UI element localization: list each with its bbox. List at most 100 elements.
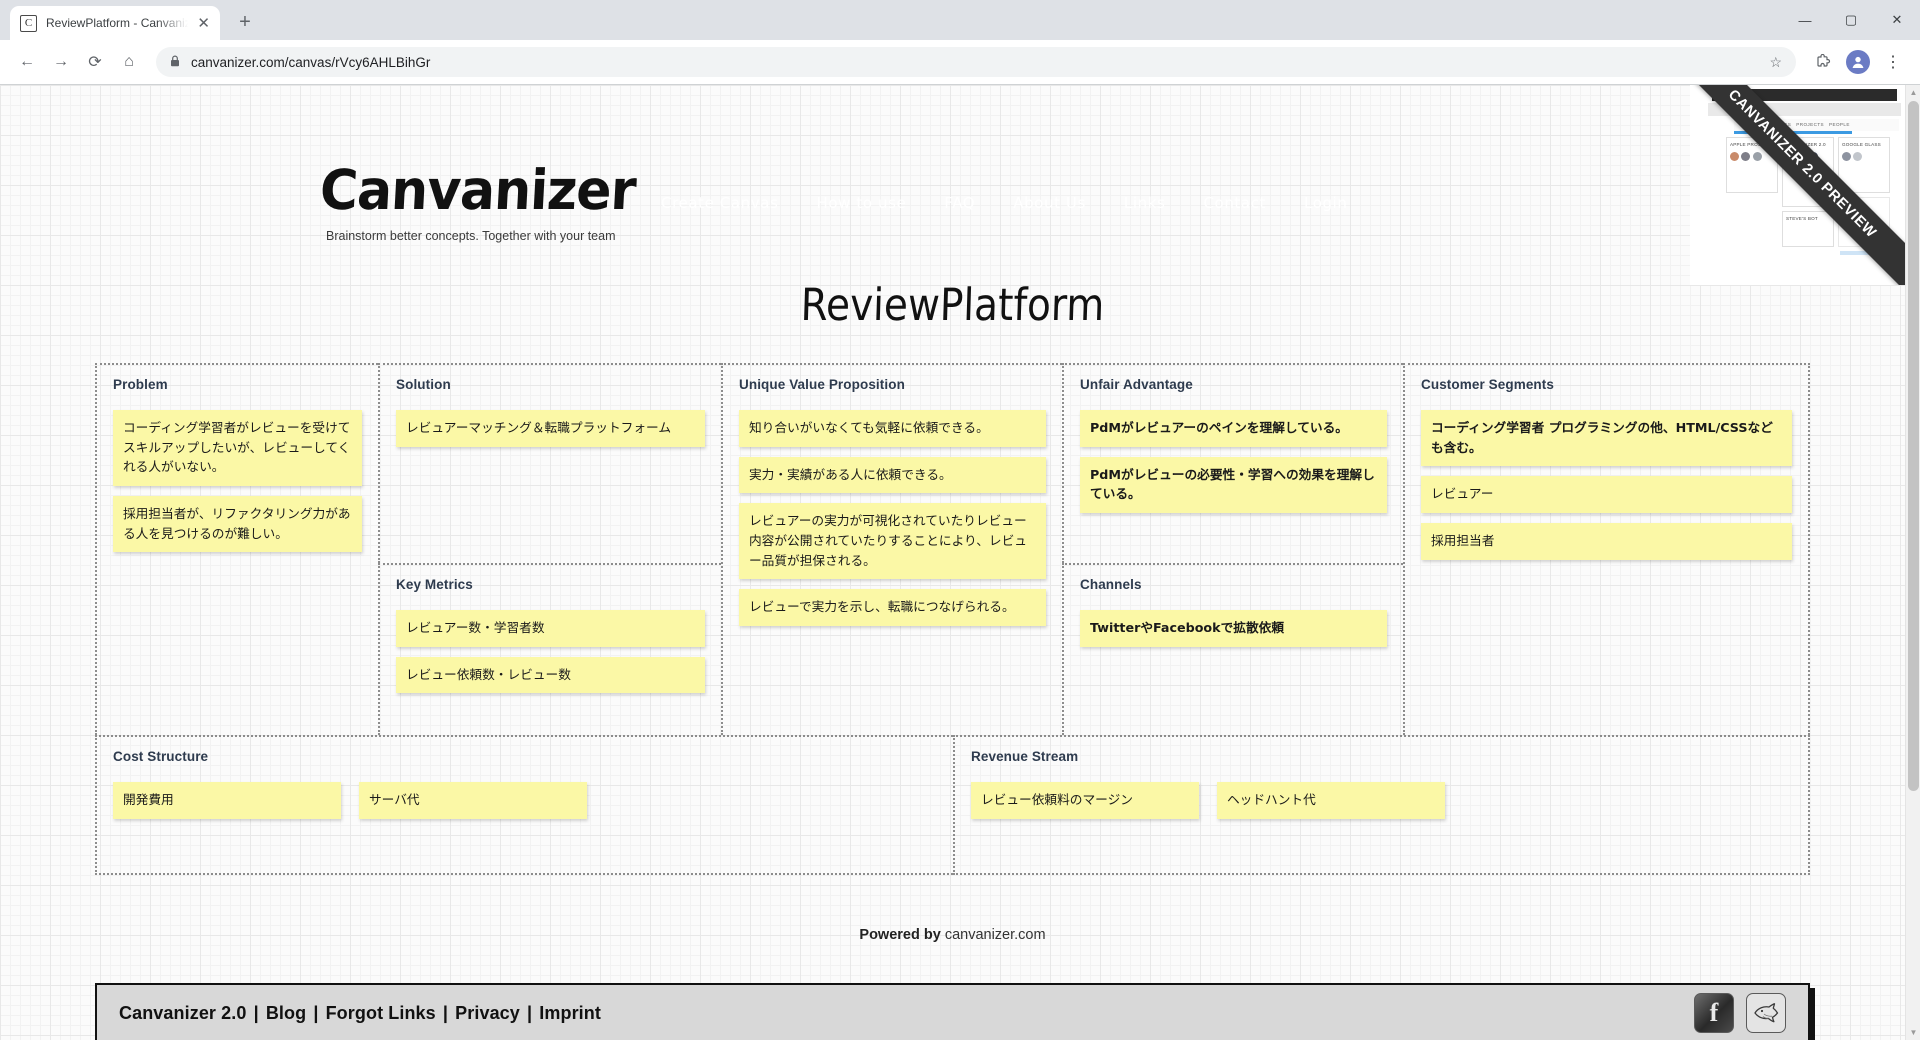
block-unfair-advantage[interactable]: Unfair Advantage PdMがレビュアーのペインを理解している。 P… [1062, 363, 1403, 563]
sticky-note[interactable]: TwitterやFacebookで拡散依頼 [1080, 610, 1387, 647]
close-icon[interactable]: ✕ [197, 14, 210, 32]
nav-create-canvas[interactable]: Create Canvas [645, 189, 794, 220]
powered-by: Powered by canvanizer.com [0, 927, 1905, 943]
sticky-note[interactable]: レビュー依頼料のマージン [971, 782, 1199, 819]
footer-link-forgot-links[interactable]: Forgot Links [325, 1002, 436, 1023]
avatar [1842, 151, 1851, 161]
home-icon[interactable]: ⌂ [124, 53, 134, 70]
note-row: レビュー依頼料のマージン ヘッドハント代 [971, 782, 1792, 819]
sticky-note[interactable]: コーディング学習者 プログラミングの他、HTML/CSSなども含む。 [1421, 410, 1792, 467]
sticky-note[interactable]: PdMがレビュアーのペインを理解している。 [1080, 410, 1387, 447]
avatar[interactable] [1846, 50, 1870, 74]
sticky-note[interactable]: レビュアー数・学習者数 [396, 610, 705, 647]
page-canvas: Canvanizer Brainstorm better concepts. T… [0, 85, 1920, 1040]
sticky-note[interactable]: コーディング学習者がレビューを受けてスキルアップしたいが、レビューしてくれる人が… [113, 410, 362, 487]
footer-link-privacy[interactable]: Privacy [455, 1002, 520, 1023]
block-unfair-channels: Unfair Advantage PdMがレビュアーのペインを理解している。 P… [1062, 363, 1403, 735]
nav-faq[interactable]: FAQ [928, 189, 991, 220]
sticky-note[interactable]: 採用担当者が、リファクタリング力がある人を見つけるのが難しい。 [113, 496, 362, 553]
tab-favicon-icon: C [20, 14, 37, 32]
sticky-note[interactable]: 実力・実績がある人に依頼できる。 [739, 456, 1046, 494]
note-row: 開発費用 サーバ代 [113, 782, 937, 819]
block-heading: Unfair Advantage [1080, 377, 1193, 392]
footer-social: f [1694, 993, 1786, 1033]
sticky-note[interactable]: レビュー依頼数・レビュー数 [396, 656, 705, 694]
block-customer-segments[interactable]: Customer Segments コーディング学習者 プログラミングの他、HT… [1403, 363, 1810, 735]
sticky-note[interactable]: 知り合いがいなくても気軽に依頼できる。 [739, 410, 1046, 447]
nav-label: Login [1304, 194, 1348, 212]
twitter-fish-icon[interactable] [1746, 993, 1786, 1033]
browser-tabstrip: C ReviewPlatform - Canvanizer - Ca ✕ + —… [0, 0, 1920, 40]
block-solution[interactable]: Solution レビュアーマッチング＆転職プラットフォーム [378, 363, 721, 563]
bookmark-star-icon[interactable]: ☆ [1769, 53, 1782, 70]
new-tab-button[interactable]: + [239, 11, 251, 33]
extensions-icon[interactable] [1808, 47, 1838, 77]
sticky-note[interactable]: 採用担当者 [1421, 523, 1792, 560]
powered-by-domain[interactable]: canvanizer.com [944, 927, 1046, 943]
block-heading: Customer Segments [1421, 377, 1554, 392]
lock-glyph [171, 55, 179, 66]
preview-footer-accent [1840, 251, 1888, 255]
canvanizer-2-preview-corner[interactable]: PROGRESS PROJECTS PEOPLE APPLE PROJECT C… [1690, 85, 1905, 285]
nav-about-us[interactable]: About Us [997, 189, 1102, 220]
main-nav: Create Canvas How to use FAQ About Us Li… [645, 189, 1364, 220]
block-revenue-stream[interactable]: Revenue Stream レビュー依頼料のマージン ヘッドハント代 [953, 735, 1810, 875]
block-channels[interactable]: Channels TwitterやFacebookで拡散依頼 [1062, 563, 1403, 735]
preview-card-title: APPLE PROJECT [1730, 142, 1771, 147]
lock-icon [170, 55, 180, 70]
canvanizer-logo[interactable]: Canvanizer [318, 159, 637, 223]
scrollbar-thumb[interactable] [1908, 101, 1919, 791]
page-scrollbar[interactable]: ▲ ▼ [1905, 85, 1920, 1040]
sticky-note[interactable]: レビューで実力を示し、転職につなげられる。 [739, 589, 1046, 627]
block-key-metrics[interactable]: Key Metrics レビュアー数・学習者数 レビュー依頼数・レビュー数 [378, 563, 721, 735]
address-bar[interactable]: canvanizer.com/canvas/rVcy6AHLBihGr ☆ [156, 47, 1796, 77]
lean-canvas: Problem コーディング学習者がレビューを受けてスキルアップしたいが、レビュ… [95, 363, 1810, 875]
block-heading: Channels [1080, 577, 1142, 592]
sticky-note[interactable]: サーバ代 [359, 782, 587, 819]
block-unique-value-proposition[interactable]: Unique Value Proposition 知り合いがいなくても気軽に依頼… [721, 363, 1062, 735]
url-text: canvanizer.com/canvas/rVcy6AHLBihGr [191, 54, 431, 70]
sticky-note[interactable]: ヘッドハント代 [1217, 782, 1445, 819]
lean-canvas-bottom-row: Cost Structure 開発費用 サーバ代 Revenue Stream … [95, 735, 1810, 875]
person-icon [1852, 56, 1864, 68]
block-problem[interactable]: Problem コーディング学習者がレビューを受けてスキルアップしたいが、レビュ… [95, 363, 378, 735]
tab-title: ReviewPlatform - Canvanizer - Ca [46, 16, 189, 30]
fish-glyph [1754, 1003, 1779, 1023]
footer-link-blog[interactable]: Blog [265, 1002, 307, 1023]
browser-menu-icon[interactable]: ⋮ [1885, 54, 1901, 71]
sticky-note[interactable]: レビュアーの実力が可視化されていたりレビュー内容が公開されていたりすることにより… [739, 503, 1046, 580]
sticky-note[interactable]: PdMがレビューの必要性・学習への効果を理解している。 [1080, 456, 1387, 514]
browser-tab[interactable]: C ReviewPlatform - Canvanizer - Ca ✕ [10, 6, 220, 40]
nav-links[interactable]: Links [1108, 189, 1182, 220]
footer-link-canvanizer-2[interactable]: Canvanizer 2.0 [119, 1002, 247, 1023]
block-heading: Revenue Stream [971, 749, 1079, 764]
nav-how-to-use[interactable]: How to use [800, 189, 922, 220]
facebook-icon[interactable]: f [1694, 993, 1734, 1033]
lean-canvas-top-row: Problem コーディング学習者がレビューを受けてスキルアップしたいが、レビュ… [95, 363, 1810, 735]
footer-link-imprint[interactable]: Imprint [539, 1002, 601, 1023]
nav-label: Links [1123, 194, 1166, 212]
sticky-note[interactable]: レビュアー [1421, 476, 1792, 514]
nav-label: Contact [1203, 194, 1267, 212]
sticky-note[interactable]: 開発費用 [113, 782, 341, 819]
sticky-note[interactable]: レビュアーマッチング＆転職プラットフォーム [396, 410, 705, 447]
window-close-icon[interactable]: ✕ [1891, 12, 1903, 27]
scroll-down-icon[interactable]: ▼ [1909, 1028, 1918, 1037]
footer-links: Canvanizer 2.0 | Blog | Forgot Links | P… [119, 1003, 601, 1024]
reload-icon[interactable]: ⟳ [88, 54, 102, 71]
scroll-up-icon[interactable]: ▲ [1909, 88, 1918, 97]
nav-contact[interactable]: Contact [1187, 189, 1282, 220]
minimize-icon[interactable]: — [1798, 12, 1812, 28]
preview-avatars [1730, 149, 1774, 161]
nav-login[interactable]: Login [1288, 189, 1363, 220]
avatar [1752, 151, 1762, 161]
logo-block[interactable]: Canvanizer Brainstorm better concepts. T… [318, 159, 637, 243]
maximize-icon[interactable]: ▢ [1844, 12, 1858, 27]
forward-icon[interactable]: → [53, 53, 69, 70]
separator: | [442, 1002, 449, 1023]
block-cost-structure[interactable]: Cost Structure 開発費用 サーバ代 [95, 735, 953, 875]
block-heading: Cost Structure [113, 749, 209, 764]
avatar [1730, 151, 1739, 161]
back-icon[interactable]: ← [19, 53, 35, 70]
